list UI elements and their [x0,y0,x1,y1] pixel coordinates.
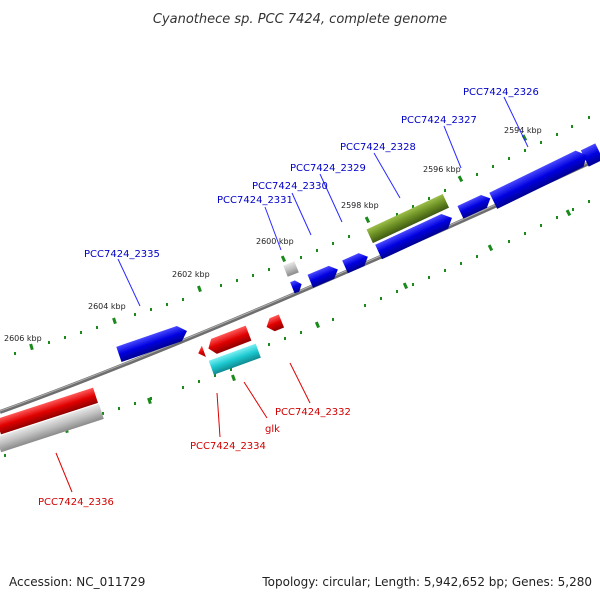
gene-tiny-gray[interactable] [283,261,299,277]
gene-pcc7424-2327[interactable] [489,147,590,209]
gene-pcc7424-2330[interactable] [375,211,455,260]
label-pcc7424-2326[interactable]: PCC7424_2326 [463,87,539,98]
label-pcc7424-2331[interactable]: PCC7424_2331 [217,195,293,206]
gene-pcc7424-2336[interactable] [0,387,98,435]
reverse-label-leaders [55,362,311,493]
gene-small-red[interactable] [196,345,206,359]
forward-label-leaders [117,96,529,307]
gene-glk[interactable] [206,325,252,356]
gene-pcc7424-2332[interactable] [264,314,285,334]
gene-pcc7424-2328-olive[interactable] [366,193,450,244]
gene-pcc7424-2334-cyan[interactable] [208,343,261,375]
gene-pcc7424-2329[interactable] [457,192,493,219]
gene-pcc7424-2326[interactable] [580,143,600,167]
label-glk[interactable]: glk [265,424,280,435]
gene-tiny-blue[interactable] [290,279,304,294]
label-pcc7424-2334[interactable]: PCC7424_2334 [190,441,266,452]
label-pcc7424-2328[interactable]: PCC7424_2328 [340,142,416,153]
label-pcc7424-2332[interactable]: PCC7424_2332 [275,407,351,418]
label-pcc7424-2329[interactable]: PCC7424_2329 [290,163,366,174]
gene-small-blue-1[interactable] [342,250,371,274]
gene-gray-large[interactable] [0,403,104,453]
accession-text: Accession: NC_011729 [9,575,145,589]
ruler-label-2606: 2606 kbp [4,334,42,343]
inner-ruler-major-ticks [64,209,572,434]
gene-small-blue-2[interactable] [307,263,341,288]
label-pcc7424-2335[interactable]: PCC7424_2335 [84,249,160,260]
outer-ruler [14,116,590,355]
label-pcc7424-2336[interactable]: PCC7424_2336 [38,497,114,508]
ruler-label-2598: 2598 kbp [341,201,379,210]
ruler-label-2602: 2602 kbp [172,270,210,279]
ruler-label-2604: 2604 kbp [88,302,126,311]
gene-pcc7424-2335[interactable] [116,323,189,362]
map-title: Cyanothece sp. PCC 7424, complete genome [153,12,447,27]
ruler-label-2600: 2600 kbp [256,237,294,246]
label-pcc7424-2330[interactable]: PCC7424_2330 [252,181,328,192]
label-pcc7424-2327[interactable]: PCC7424_2327 [401,115,477,126]
ruler-label-2596: 2596 kbp [423,165,461,174]
genome-summary-text: Topology: circular; Length: 5,942,652 bp… [261,575,592,589]
ruler-label-2594: 2594 kbp [504,126,542,135]
